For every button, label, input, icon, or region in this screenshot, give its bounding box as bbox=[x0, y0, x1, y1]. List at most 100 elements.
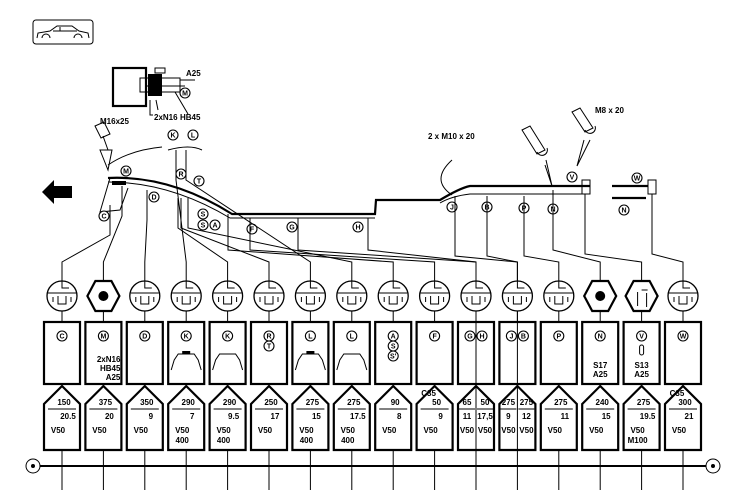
marker-circle bbox=[677, 330, 689, 342]
location-marker: C bbox=[56, 330, 68, 342]
fastener-label-2xm10x20: 2 x M10 x 20 bbox=[428, 132, 475, 141]
spec-code: 400 bbox=[217, 436, 231, 445]
diagram-marker-d: D bbox=[148, 191, 160, 203]
spec-top-value: 290 bbox=[182, 398, 196, 407]
spec-code: V50 bbox=[134, 426, 149, 435]
marker-letter: F bbox=[250, 227, 255, 234]
arrow-left-icon bbox=[42, 180, 72, 204]
marker-circle bbox=[187, 129, 199, 141]
diagram-marker-bracket_m: M bbox=[179, 87, 191, 99]
spec-top-value: 275 bbox=[520, 398, 534, 407]
location-marker: W bbox=[677, 330, 689, 342]
spec-top-value: 275 bbox=[637, 398, 651, 407]
marker-letter: R bbox=[266, 334, 271, 341]
spec-code: V50 bbox=[216, 426, 231, 435]
location-marker: R bbox=[263, 330, 275, 342]
marker-circle bbox=[566, 171, 578, 183]
spec-top-value: 290 bbox=[223, 398, 237, 407]
baseline-end-dot bbox=[711, 464, 715, 468]
spec-bottom-value: 7 bbox=[190, 412, 195, 421]
spec-code: V50 bbox=[460, 426, 475, 435]
icon-glyph bbox=[337, 281, 366, 305]
spec-top-value: 65 bbox=[463, 398, 472, 407]
marker-letter: S bbox=[391, 344, 396, 351]
marker-circle bbox=[618, 204, 630, 216]
marker-circle bbox=[464, 330, 476, 342]
icon-hex bbox=[624, 279, 659, 313]
leader-line bbox=[584, 194, 643, 281]
spec-code: 400 bbox=[300, 436, 314, 445]
location-marker: S' bbox=[387, 350, 399, 362]
leader-line bbox=[180, 198, 270, 281]
marker-letter: S bbox=[201, 223, 206, 230]
leader-line bbox=[227, 214, 394, 281]
location-marker: K bbox=[180, 330, 192, 342]
diagram-marker-k: K bbox=[167, 129, 179, 141]
spec-code: V50 bbox=[501, 426, 516, 435]
marker-letter: R bbox=[178, 172, 183, 179]
spec-bottom-value: 15 bbox=[602, 412, 611, 421]
location-note: A25 bbox=[634, 370, 649, 379]
marker-circle bbox=[636, 330, 648, 342]
marker-letter: G bbox=[289, 225, 295, 232]
car-side-icon bbox=[32, 19, 94, 45]
spec-code: V50 bbox=[92, 426, 107, 435]
spec-top-value: 275 bbox=[347, 398, 361, 407]
marker-circle bbox=[167, 129, 179, 141]
leader-line bbox=[177, 198, 229, 281]
spec-code: V50 bbox=[672, 426, 687, 435]
spec-tag bbox=[622, 384, 661, 452]
marker-letter: A bbox=[212, 223, 217, 230]
spec-top-value: 90 bbox=[391, 398, 400, 407]
spec-code: V50 bbox=[423, 426, 438, 435]
baseline-end-left bbox=[25, 458, 41, 474]
spec-bottom-value: 11 bbox=[561, 412, 570, 421]
marker-letter: K bbox=[225, 334, 230, 341]
diagram-marker-a: A bbox=[209, 219, 221, 231]
diagram-marker-m: M bbox=[120, 165, 132, 177]
spec-bottom-value: 20 bbox=[105, 412, 114, 421]
marker-circle bbox=[97, 330, 109, 342]
diagram-marker-w: W bbox=[631, 172, 643, 184]
marker-circle bbox=[209, 219, 221, 231]
spec-prefix: C35 bbox=[421, 389, 436, 398]
location-note: A25 bbox=[106, 373, 121, 382]
spec-code: V50 bbox=[519, 426, 534, 435]
marker-letter: W bbox=[680, 334, 687, 341]
spec-code: V50 bbox=[341, 426, 356, 435]
diagram-marker-r: R bbox=[175, 168, 187, 180]
diagram-marker-l: L bbox=[187, 129, 199, 141]
spec-top-value: 50 bbox=[481, 398, 490, 407]
location-box bbox=[125, 320, 164, 386]
spec-tag bbox=[167, 384, 206, 452]
marker-circle bbox=[387, 350, 399, 362]
baseline-end-right bbox=[705, 458, 721, 474]
diagram-marker-v: V bbox=[566, 171, 578, 183]
location-marker: N bbox=[594, 330, 606, 342]
spec-bottom-value: 9.5 bbox=[228, 412, 240, 421]
location-marker: S bbox=[387, 340, 399, 352]
icon-nut bbox=[595, 291, 606, 301]
spec-tag bbox=[374, 384, 413, 452]
fastener-label-2xn16: 2xN16 bbox=[154, 113, 178, 122]
leader-line bbox=[486, 196, 518, 281]
marker-circle bbox=[429, 330, 441, 342]
spec-tag bbox=[249, 384, 289, 452]
leader-line bbox=[185, 150, 311, 281]
marker-circle bbox=[346, 330, 358, 342]
spec-tag bbox=[581, 384, 620, 452]
spec-bottom-value: 9 bbox=[506, 412, 511, 421]
spec-code: V50 bbox=[175, 426, 190, 435]
marker-letter: S bbox=[201, 212, 206, 219]
marker-circle bbox=[505, 330, 517, 342]
icon-glyph bbox=[296, 281, 325, 305]
marker-circle bbox=[120, 165, 132, 177]
marker-circle bbox=[553, 330, 565, 342]
marker-letter: L bbox=[191, 133, 196, 140]
spec-code: V50 bbox=[258, 426, 273, 435]
fastener-label-m16x25: M16x25 bbox=[100, 117, 129, 126]
spec-code: V50 bbox=[299, 426, 314, 435]
